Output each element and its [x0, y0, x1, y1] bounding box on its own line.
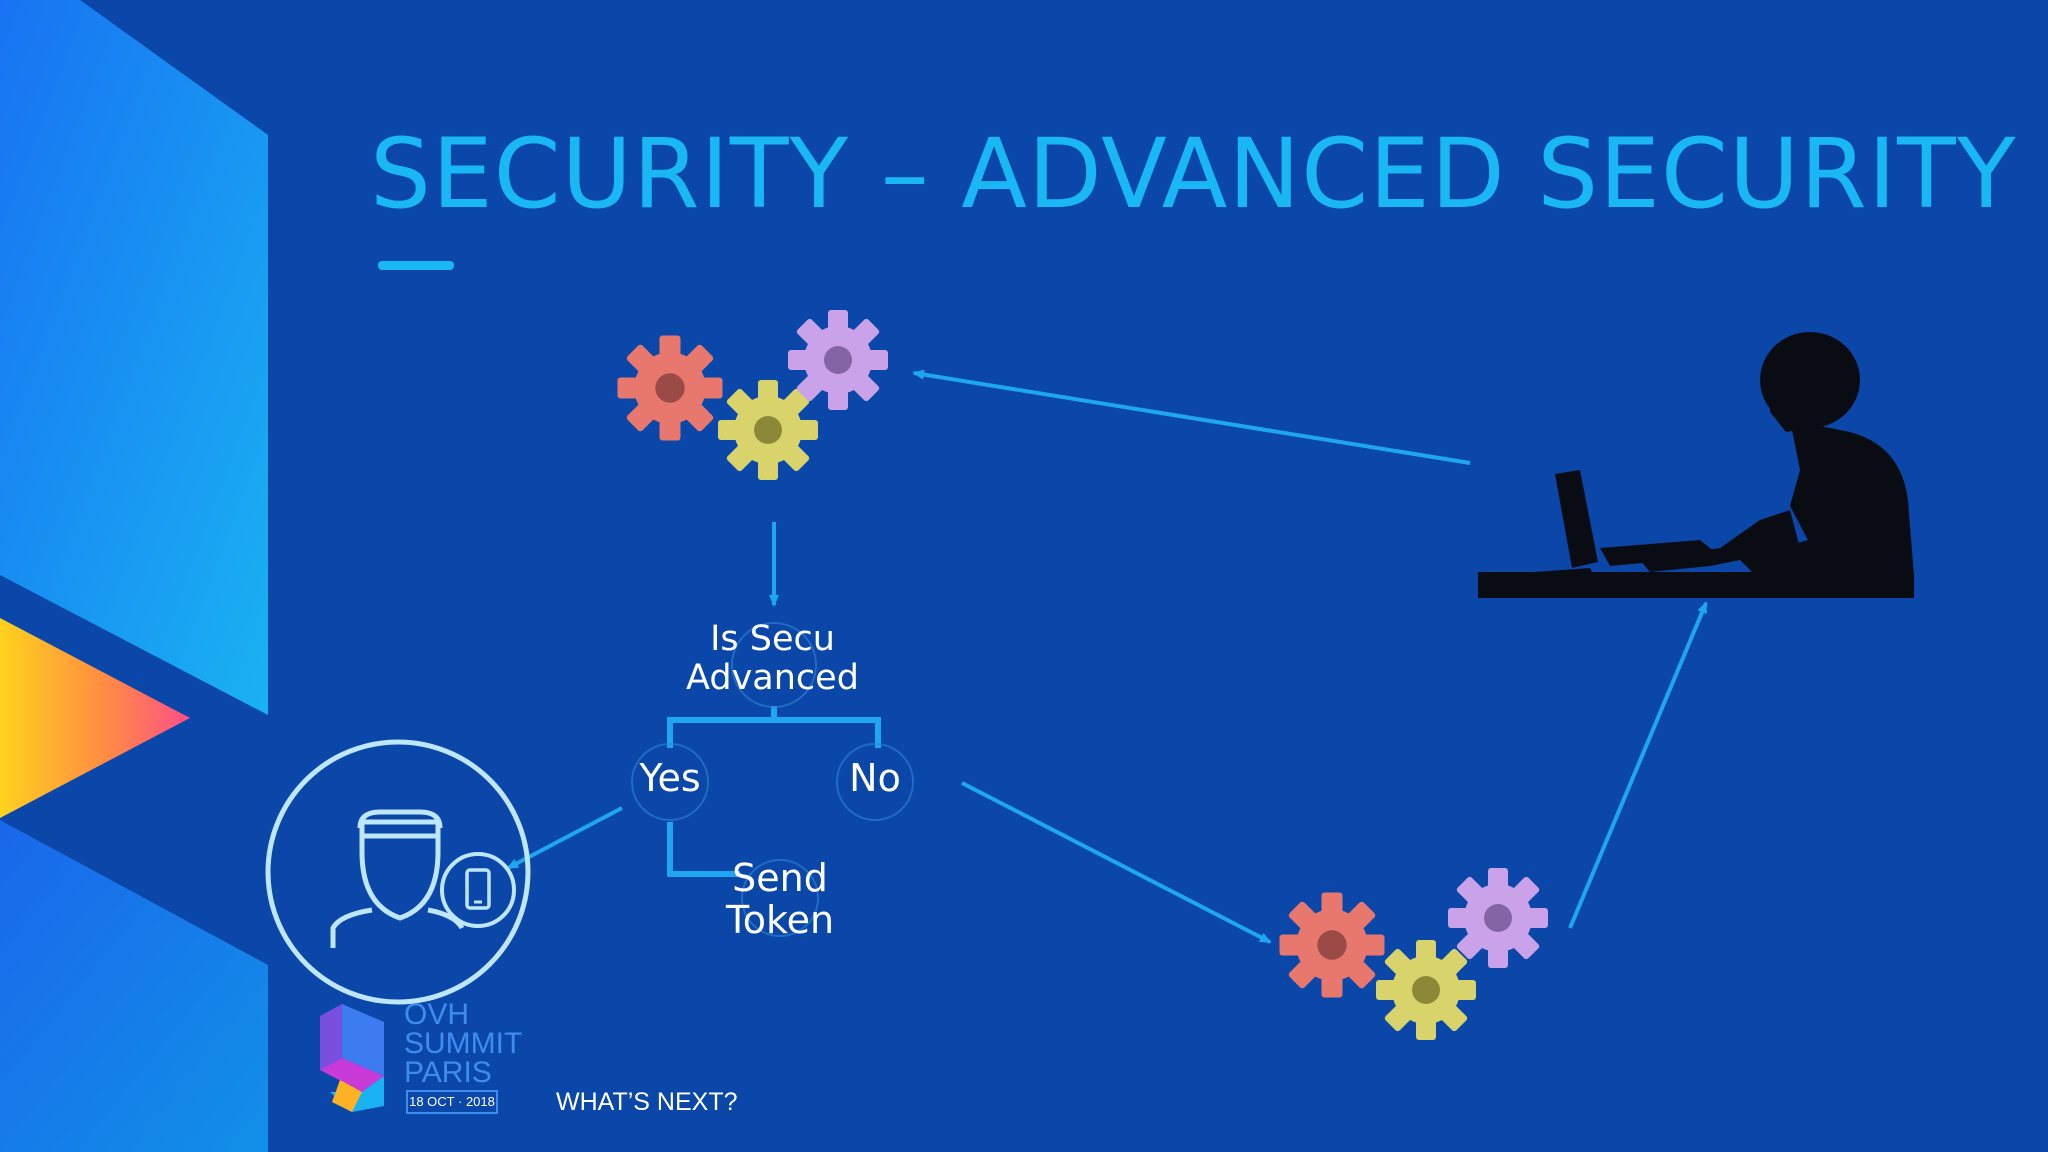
decision-no: No [849, 756, 901, 800]
page-title: SECURITY – ADVANCED SECURITY [370, 118, 2017, 230]
arrow-gears-to-person [1568, 601, 1708, 929]
left-decoration [0, 0, 268, 1152]
arrow-person-to-gears [912, 369, 1471, 465]
user-with-phone-icon [265, 739, 531, 1005]
arrow-no-to-gears [961, 781, 1272, 944]
brand-name: OVH SUMMIT PARIS [404, 998, 523, 1089]
top-gears-icon [617, 310, 888, 480]
person-at-laptop-icon [1478, 332, 1914, 598]
decision-question: Is Secu Advanced [686, 619, 859, 698]
send-token-node: Send Token [725, 856, 835, 942]
decision-yes: Yes [639, 756, 701, 800]
brand-line-2: SUMMIT [404, 1027, 523, 1060]
node-circles [631, 622, 914, 937]
brand-line-3: PARIS [404, 1056, 492, 1089]
bottom-gears-icon [1279, 868, 1548, 1040]
footer-text: WHAT’S NEXT? [556, 1088, 738, 1116]
flow-arrows [506, 369, 1708, 944]
brand-line-1: OVH [404, 998, 470, 1031]
ovh-summit-logo [320, 1004, 384, 1112]
brand-date: 18 OCT · 2018 [406, 1090, 498, 1114]
decision-connectors [667, 706, 881, 877]
title-underline [378, 261, 454, 270]
